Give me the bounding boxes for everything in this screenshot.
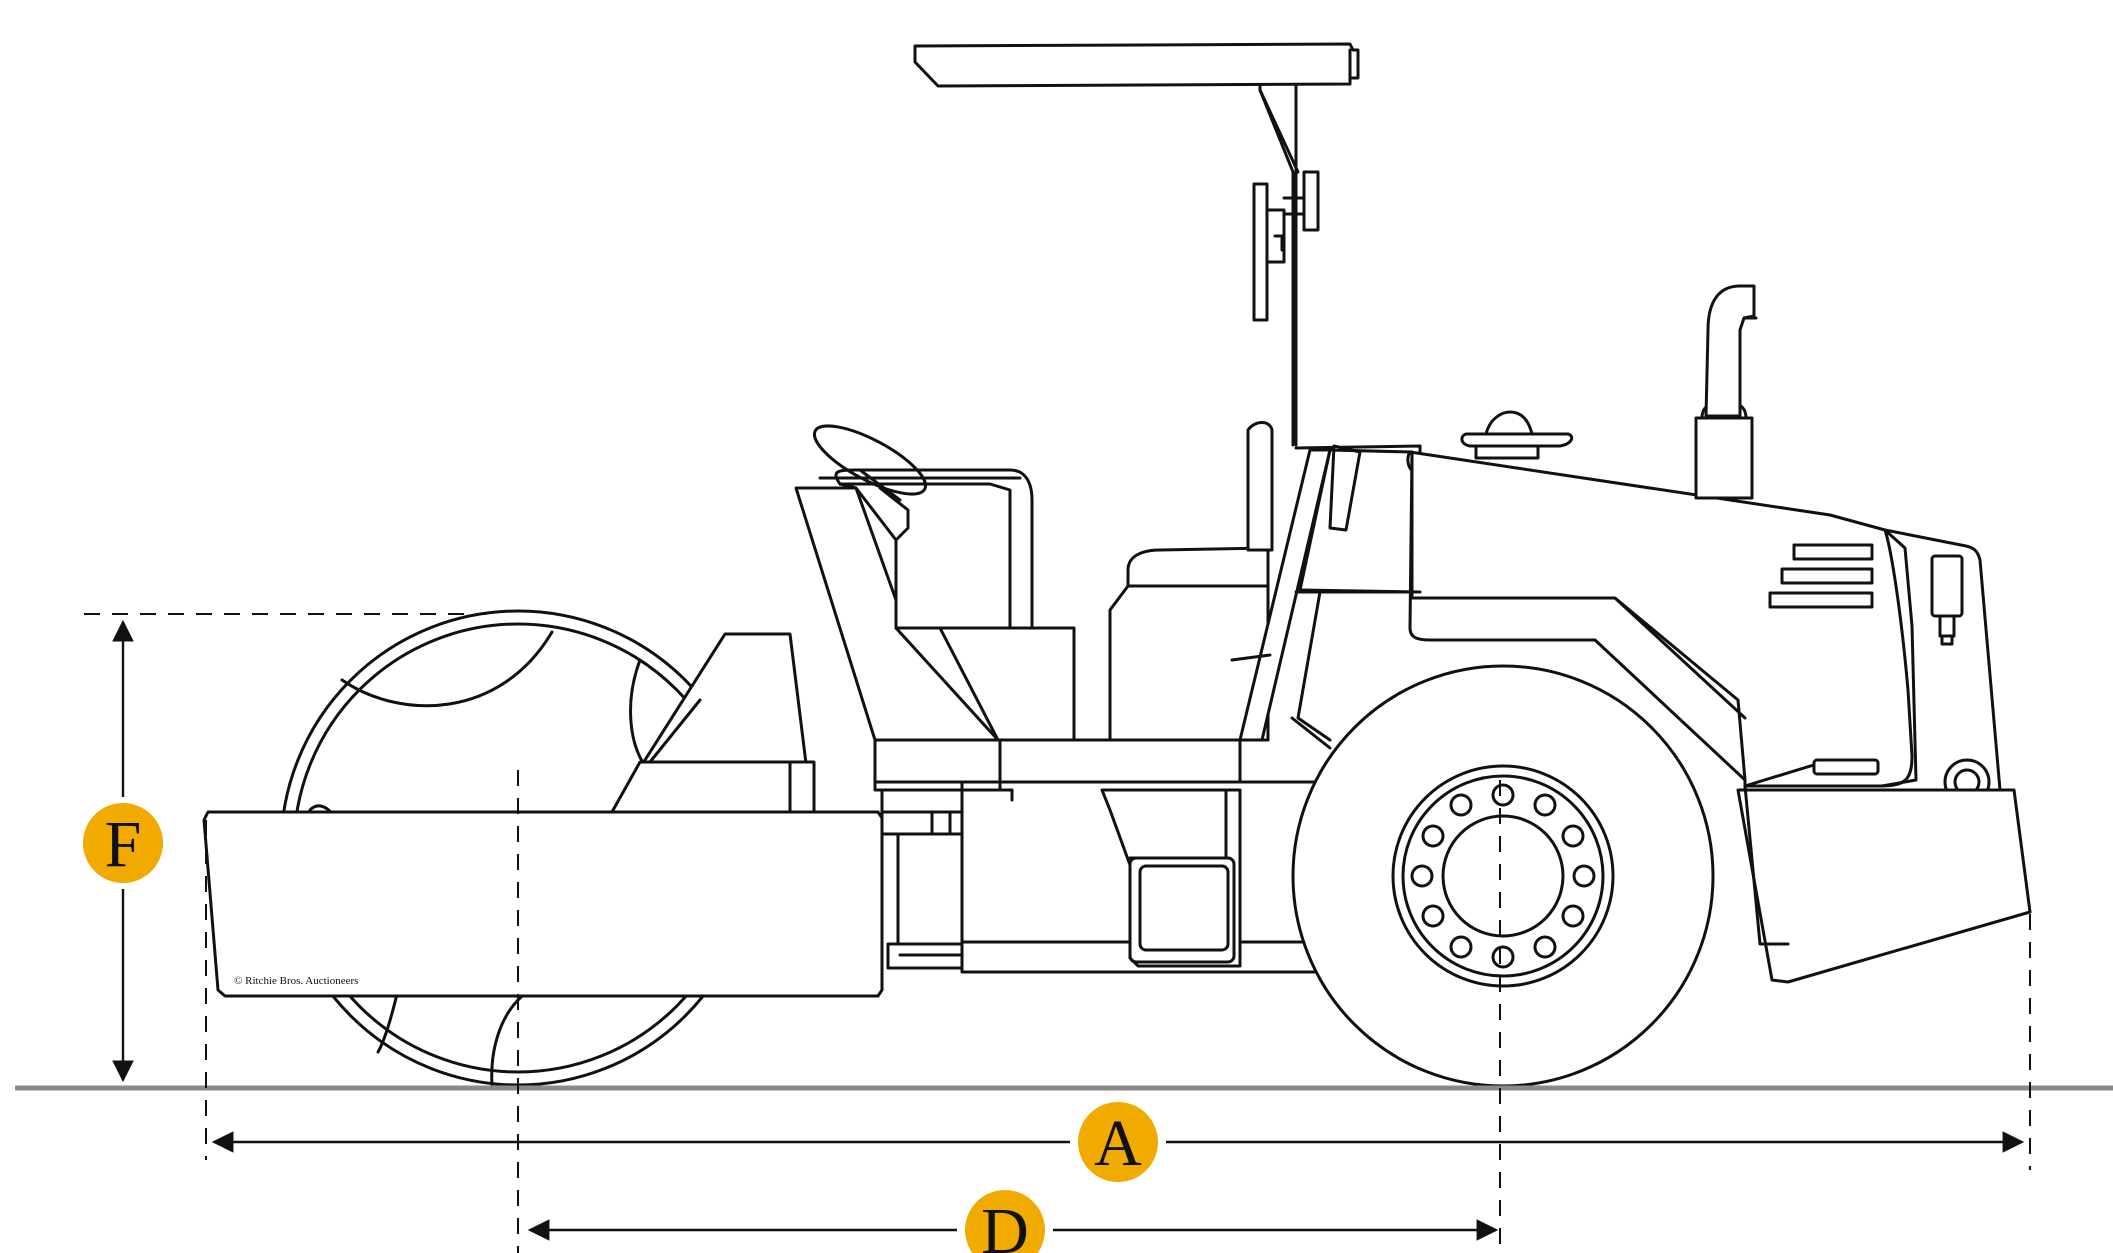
fuel-tank bbox=[1108, 546, 1270, 742]
dimension-annotations: F A D bbox=[15, 613, 2113, 1253]
rops-canopy bbox=[913, 42, 1360, 447]
articulation-joint bbox=[880, 788, 1014, 970]
lug-nuts bbox=[1410, 783, 1596, 969]
operator-station bbox=[794, 424, 1242, 802]
rear-bumper bbox=[1736, 784, 2032, 984]
front-frame: © Ritchie Bros. Auctioneers bbox=[202, 810, 884, 998]
badge-a-label: A bbox=[1094, 1107, 1142, 1180]
rear-wheel bbox=[1291, 664, 1715, 1088]
mid-frame bbox=[1230, 421, 1422, 742]
badge-a: A bbox=[1070, 1094, 1166, 1190]
drum-yoke bbox=[610, 632, 816, 816]
badge-f: F bbox=[77, 797, 169, 889]
hood-top bbox=[1460, 284, 1758, 500]
badge-f-label: F bbox=[105, 808, 142, 881]
badge-d: D bbox=[957, 1182, 1053, 1253]
copyright-notice: © Ritchie Bros. Auctioneers bbox=[234, 975, 358, 987]
engine-hood bbox=[1296, 448, 2002, 806]
roller-machine: © Ritchie Bros. Auctioneers bbox=[202, 42, 2032, 1088]
rear-fender bbox=[1290, 588, 1422, 750]
rear-chassis bbox=[960, 780, 1322, 974]
badge-d-label: D bbox=[981, 1195, 1029, 1253]
